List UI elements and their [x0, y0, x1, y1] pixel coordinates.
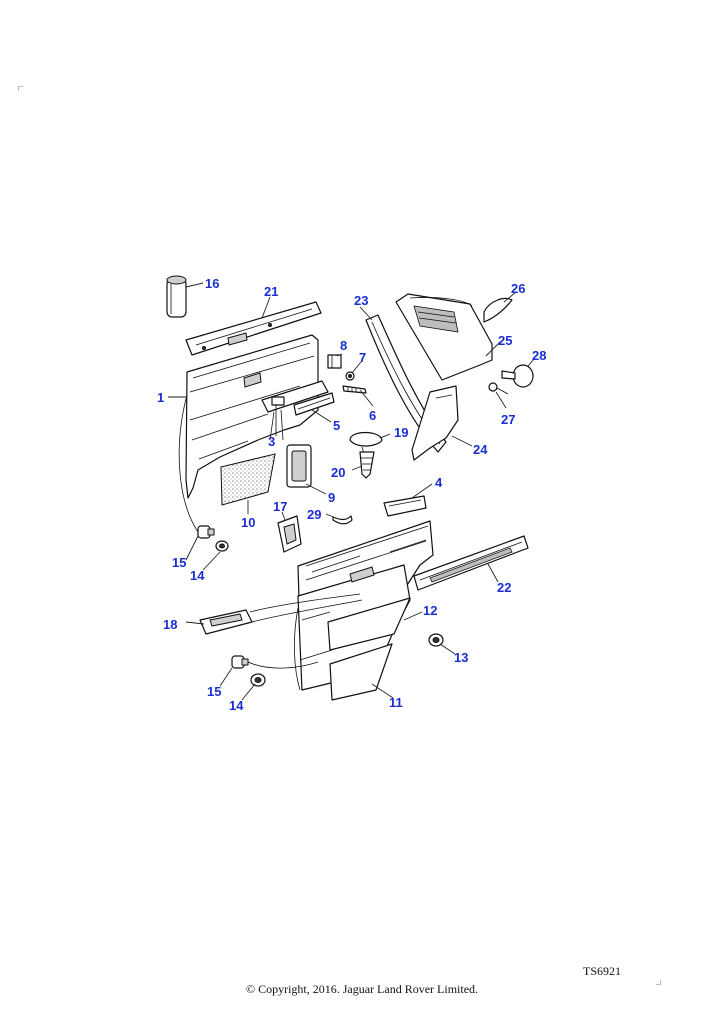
part-13-fastener	[428, 633, 444, 647]
callout-20[interactable]: 20	[331, 465, 345, 480]
callout-26[interactable]: 26	[511, 281, 525, 296]
part-8-switch-block	[327, 354, 342, 369]
callout-7[interactable]: 7	[359, 350, 366, 365]
callout-22[interactable]: 22	[497, 580, 511, 595]
callout-23[interactable]: 23	[354, 293, 368, 308]
callout-16[interactable]: 16	[205, 276, 219, 291]
callout-25[interactable]: 25	[498, 333, 512, 348]
part-25-quarter-panel	[395, 293, 493, 381]
callout-17[interactable]: 17	[273, 499, 287, 514]
front-fasteners-14-15	[197, 525, 229, 552]
part-24-lower-pillar	[411, 385, 459, 461]
callout-14-front[interactable]: 14	[190, 568, 205, 583]
part-1-front-door-casing	[178, 334, 319, 536]
part-26-cap	[483, 297, 513, 323]
callout-21[interactable]: 21	[264, 284, 278, 299]
part-7-nut	[345, 371, 355, 381]
callout-28[interactable]: 28	[532, 348, 546, 363]
corner-mark-top-left	[18, 86, 23, 91]
callout-24[interactable]: 24	[473, 442, 488, 457]
callout-9[interactable]: 9	[328, 490, 335, 505]
callout-labels: 1 3 4 5 6 7 8 9 10 11 12 13 14 14 15 15 …	[157, 276, 546, 713]
part-18-switch-housing	[199, 593, 363, 635]
callout-4[interactable]: 4	[435, 475, 443, 490]
callout-15-front[interactable]: 15	[172, 555, 186, 570]
part-3-door-pull	[261, 380, 329, 441]
callout-19[interactable]: 19	[394, 425, 408, 440]
callout-27[interactable]: 27	[501, 412, 515, 427]
callout-3[interactable]: 3	[268, 434, 275, 449]
callout-8[interactable]: 8	[340, 338, 347, 353]
callout-14-rear[interactable]: 14	[229, 698, 244, 713]
part-10-lower-pad	[220, 453, 276, 506]
part-11-trim-pad	[329, 643, 393, 701]
callout-29[interactable]: 29	[307, 507, 321, 522]
callout-10[interactable]: 10	[241, 515, 255, 530]
corner-mark-bottom-right	[656, 980, 661, 985]
part-16-grab-handle	[166, 275, 187, 318]
callout-15-rear[interactable]: 15	[207, 684, 221, 699]
callout-12[interactable]: 12	[423, 603, 437, 618]
part-22-capping-rail	[413, 535, 529, 591]
part-29-clip	[332, 515, 353, 525]
part-21-upper-capping	[185, 301, 322, 356]
callout-18[interactable]: 18	[163, 617, 177, 632]
part-6-screw	[342, 385, 367, 394]
part-5-armrest-insert	[293, 392, 335, 416]
callout-6[interactable]: 6	[369, 408, 376, 423]
part-20-clip	[359, 451, 375, 479]
rear-fasteners-14-15	[231, 655, 319, 687]
part-4-ashtray	[383, 495, 427, 517]
part-27-screw	[488, 382, 509, 395]
callout-1[interactable]: 1	[157, 390, 164, 405]
callout-11[interactable]: 11	[389, 695, 403, 710]
part-9-bezel	[286, 444, 312, 488]
leader-lines	[168, 282, 535, 701]
part-12-trim-pad	[327, 597, 411, 651]
part-17-bezel	[277, 515, 302, 553]
part-28-knob	[501, 364, 534, 388]
callout-5[interactable]: 5	[333, 418, 340, 433]
callout-13[interactable]: 13	[454, 650, 468, 665]
copyright-notice: © Copyright, 2016. Jaguar Land Rover Lim…	[245, 982, 479, 996]
drawing-reference-code: TS6921	[583, 964, 622, 978]
